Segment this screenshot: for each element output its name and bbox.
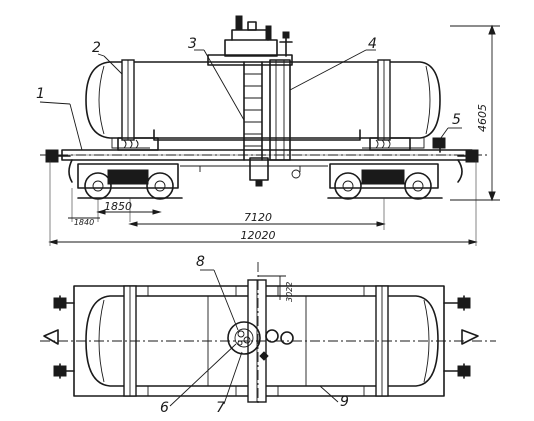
- dome-offset-dimension: 3022: [285, 282, 294, 302]
- dome: [207, 15, 293, 66]
- side-callouts: 1 2 3 4 5: [36, 36, 462, 151]
- tank-top-outline: [85, 295, 439, 387]
- total-length-dimension: 12020: [241, 229, 276, 242]
- callout-9: 9: [340, 394, 349, 410]
- ladder: [243, 61, 263, 161]
- bogie-base-dimension: 7120: [244, 211, 272, 224]
- bogie-left: [77, 163, 183, 200]
- height-dimension: 4605: [476, 104, 489, 132]
- callout-6: 6: [160, 400, 169, 416]
- callout-2: 2: [92, 40, 101, 56]
- side-view: [40, 15, 490, 200]
- wheelbase-dimension: 1850: [104, 200, 132, 213]
- callout-5: 5: [452, 112, 461, 128]
- callout-4: 4: [368, 36, 377, 52]
- drain-pipe: [249, 59, 291, 187]
- top-couplers: [43, 295, 479, 379]
- callout-8: 8: [196, 254, 205, 270]
- callout-3: 3: [188, 36, 197, 52]
- tank-barrel: [85, 61, 441, 139]
- overhang-dimension: 1840: [74, 218, 94, 227]
- callout-1: 1: [36, 86, 45, 102]
- top-callouts: 8 6 7 9: [160, 254, 349, 416]
- bogie-right: [327, 163, 443, 200]
- side-dimensions: 4605 1840 1850 7120 12020: [48, 24, 500, 246]
- couplers: [45, 149, 479, 183]
- dome-top: [227, 321, 294, 361]
- top-dimensions: 3022: [258, 275, 294, 302]
- top-view: [40, 262, 496, 404]
- callout-7: 7: [216, 400, 225, 416]
- tank-bands: [121, 59, 391, 141]
